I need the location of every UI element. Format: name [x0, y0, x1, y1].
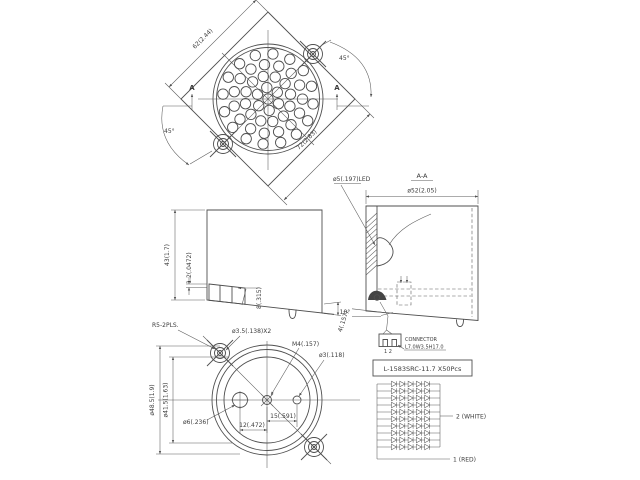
section-hatch: [365, 212, 378, 276]
base-foot: [456, 319, 464, 327]
connector-body: [378, 333, 402, 347]
side-view-outline: [206, 209, 323, 314]
dim-inner-dia: ø41.5(1.63): [163, 382, 170, 417]
dim-section-width: ø52(2.05): [407, 188, 436, 195]
wiring-title: L-1583SRC-11.7 X50Pcs: [384, 365, 462, 373]
mounting-ears: [206, 40, 328, 461]
section-marker-right: A: [334, 84, 340, 92]
wiring-diagram: L-1583SRC-11.7 X50Pcs 2 (WHITE) 1 (RED): [372, 359, 486, 464]
dim-square-side: 62(2.44): [191, 27, 214, 50]
led-wire: [388, 213, 432, 246]
section-outline: [365, 205, 479, 321]
label-ear-radius: R5-2PLS.: [152, 322, 179, 329]
angle-base-label: 10°: [340, 309, 351, 316]
wiring-title-box: [372, 359, 473, 377]
section-marker-left: A: [189, 84, 195, 92]
connector-wire: [379, 301, 389, 331]
terminal-strip: [208, 283, 246, 305]
section-title: A-A: [417, 172, 429, 180]
dim-hole-right-offset: 15(.591): [270, 413, 296, 420]
led-dome-section: [376, 237, 394, 267]
bottom-view: ø48.5(1.9) ø41.5(1.63) 15(.591) 12(.472)…: [149, 335, 360, 468]
angle-right-label: 45°: [339, 55, 350, 62]
center-screw-m4: [262, 395, 272, 405]
connector-size-label: L7.0W3.5H17.0: [405, 345, 444, 351]
dim-hole-left-offset: 12(.472): [239, 422, 265, 429]
led-circuit-rows: [377, 380, 440, 451]
side-view: 43(1.7) 1.2(.0472) 8(.315) 4(.157) R5-2P…: [152, 209, 350, 396]
top-view: 62(2.44) 72(2.83) A A 45° 45°: [161, 0, 375, 206]
screw-boss: [288, 309, 297, 319]
wire-label-white: 2 (WHITE): [456, 414, 486, 421]
dim-outer-dia: ø48.5(1.9): [149, 384, 156, 415]
connector-recess: [396, 281, 412, 306]
label-wire-hole: ø6(.236): [183, 419, 209, 426]
label-center-screw: M4(.157): [292, 341, 319, 348]
label-ear-holes: ø3.5(.138)X2: [232, 328, 271, 335]
connector-pin-numbers: 1 2: [384, 349, 392, 355]
connector-pins-shape: [382, 339, 397, 347]
label-index-hole: ø3(.118): [319, 352, 345, 359]
wire-grommet: [368, 290, 387, 300]
wire-exit-hole: [373, 294, 381, 301]
connector-label: CONNECTOR: [405, 337, 438, 343]
section-view-aa: A-A ø52(2.05) 10° ø5(.197)LED: [333, 172, 479, 355]
dim-terminal-height: 8(.315): [256, 287, 263, 309]
label-led-size: ø5(.197)LED: [333, 176, 371, 183]
wire-label-red: 1 (RED): [453, 457, 476, 464]
angle-left-label: 45°: [164, 128, 175, 135]
dim-terminal-step: 1.2(.0472): [186, 252, 193, 283]
index-hole: [292, 395, 302, 405]
dim-body-height: 43(1.7): [164, 244, 171, 266]
